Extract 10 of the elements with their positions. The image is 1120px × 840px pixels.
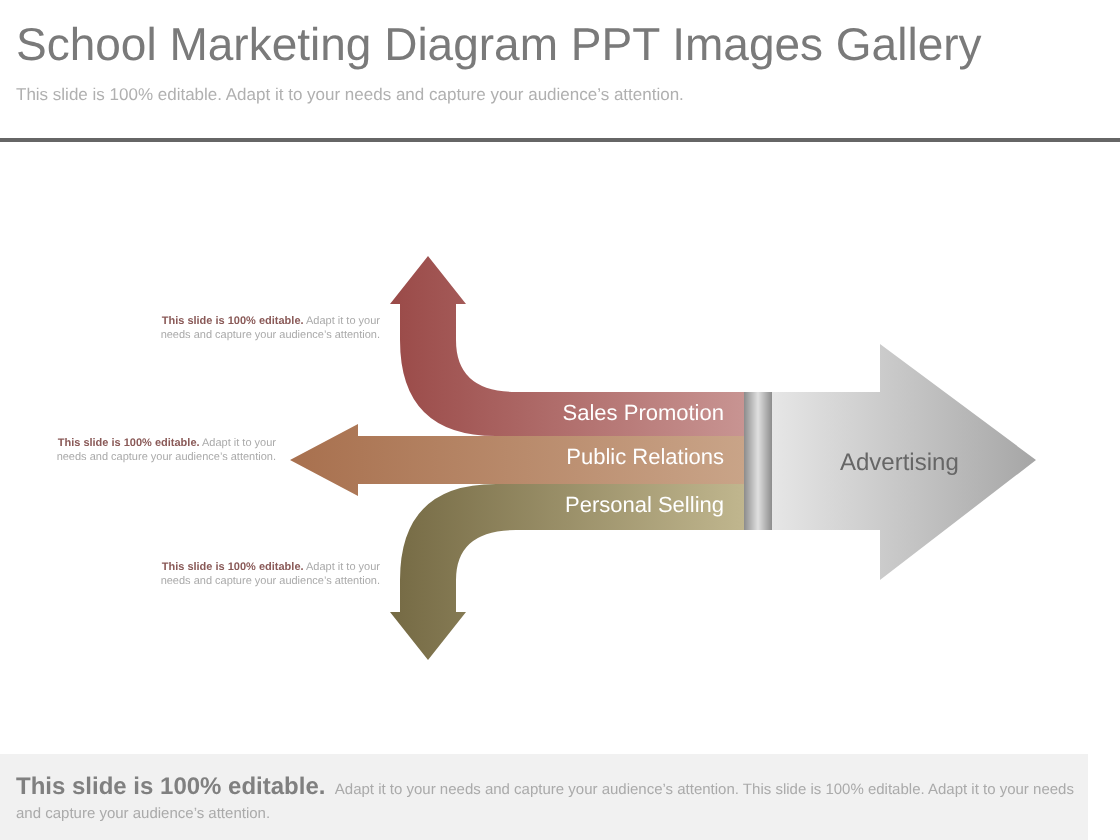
arrow-band xyxy=(290,424,744,496)
node-label: Personal Selling xyxy=(565,494,724,518)
curved-banner xyxy=(392,256,744,436)
subtitle: This slide is 100% editable. Adapt it to your needs and capture your audience’s attention. xyxy=(16,84,686,104)
node-label: Sales Promotion xyxy=(562,402,724,426)
node-label: Public Relations xyxy=(566,446,724,470)
node-label: Advertising xyxy=(840,448,959,476)
slide-title: School Marketing Diagram PPT Images Gallery xyxy=(16,18,982,72)
curved-banner xyxy=(392,484,744,660)
large-arrow xyxy=(744,344,1036,580)
